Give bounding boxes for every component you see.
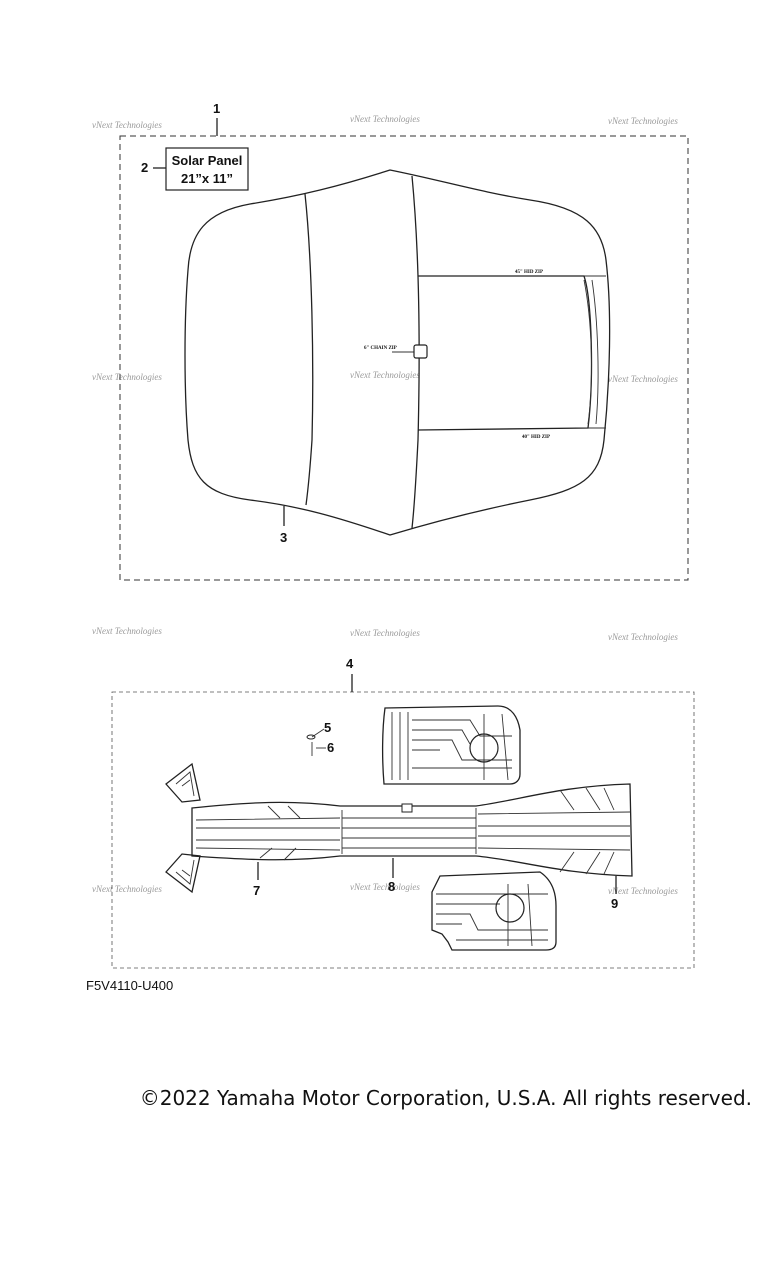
mat-center-long-grooves: [195, 787, 631, 875]
mat-front-triangle-upper: [165, 762, 201, 803]
solar-panel-box: [165, 147, 249, 191]
zip-label-chain: 6" CHAIN ZIP: [364, 346, 397, 351]
watermark: vNext Technologies: [92, 120, 162, 130]
mat-rear-upper: [381, 705, 521, 785]
watermarks: vNext Technologies vNext Technologies vN…: [92, 114, 678, 896]
diagram-code: F5V4110-U400: [86, 978, 174, 993]
mat-rear-lower-grooves: [436, 883, 548, 947]
callout-3: 3: [280, 530, 287, 545]
mat-center-notch: [401, 803, 413, 813]
mat-rear-upper-hole: [469, 733, 499, 763]
watermark: vNext Technologies: [608, 116, 678, 126]
chain-zip-pull: [413, 344, 428, 359]
callout-6: 6: [327, 740, 334, 755]
callout-1: 1: [213, 101, 220, 116]
mat-kit-boundary: [111, 691, 695, 969]
hatch-flap: [583, 279, 599, 425]
cover-seam-mid: [411, 175, 420, 529]
watermark: vNext Technologies: [350, 628, 420, 638]
callout-2: 2: [141, 160, 148, 175]
copyright-notice: ©2022 Yamaha Motor Corporation, U.S.A. A…: [139, 1086, 752, 1110]
watermark: vNext Technologies: [92, 884, 162, 894]
watermark: vNext Technologies: [350, 114, 420, 124]
callout-4: 4: [346, 656, 354, 671]
clip-part: [306, 734, 316, 740]
mat-front-triangle-upper-grooves: [175, 771, 195, 797]
callout-9: 9: [611, 896, 618, 911]
mat-front-triangle-lower: [165, 853, 201, 894]
watermark: vNext Technologies: [608, 374, 678, 384]
zip-label-top: 45" HID ZIP: [515, 270, 543, 275]
watermark: vNext Technologies: [92, 372, 162, 382]
solar-panel-label: Solar Panel: [172, 153, 243, 168]
mat-rear-lower-hole: [495, 893, 525, 923]
mat-front-triangle-lower-grooves: [175, 859, 195, 885]
cover-kit-boundary: [119, 135, 689, 581]
hatch-door-inner: [584, 275, 606, 429]
mat-kit-assembly: 4 5 6 7 8 9: [111, 656, 695, 969]
watermark: vNext Technologies: [608, 632, 678, 642]
watermark: vNext Technologies: [608, 886, 678, 896]
hatch-door: [417, 275, 593, 431]
cover-assembly: 1 2 Solar Panel 21”x 11” 45" HID ZIP 6" …: [119, 101, 689, 581]
zip-label-bottom: 40" HID ZIP: [522, 435, 550, 440]
callout-7: 7: [253, 883, 260, 898]
watermark: vNext Technologies: [350, 370, 420, 380]
mat-rear-lower: [431, 871, 557, 951]
watermark: vNext Technologies: [350, 882, 420, 892]
watermark: vNext Technologies: [92, 626, 162, 636]
callout-8: 8: [388, 879, 395, 894]
callout-5: 5: [324, 720, 331, 735]
mat-rear-upper-grooves: [391, 712, 512, 781]
cover-outline: [184, 169, 611, 536]
mat-center-long: [191, 783, 633, 877]
cover-seam-left: [304, 193, 314, 506]
solar-panel-size: 21”x 11”: [181, 171, 233, 186]
